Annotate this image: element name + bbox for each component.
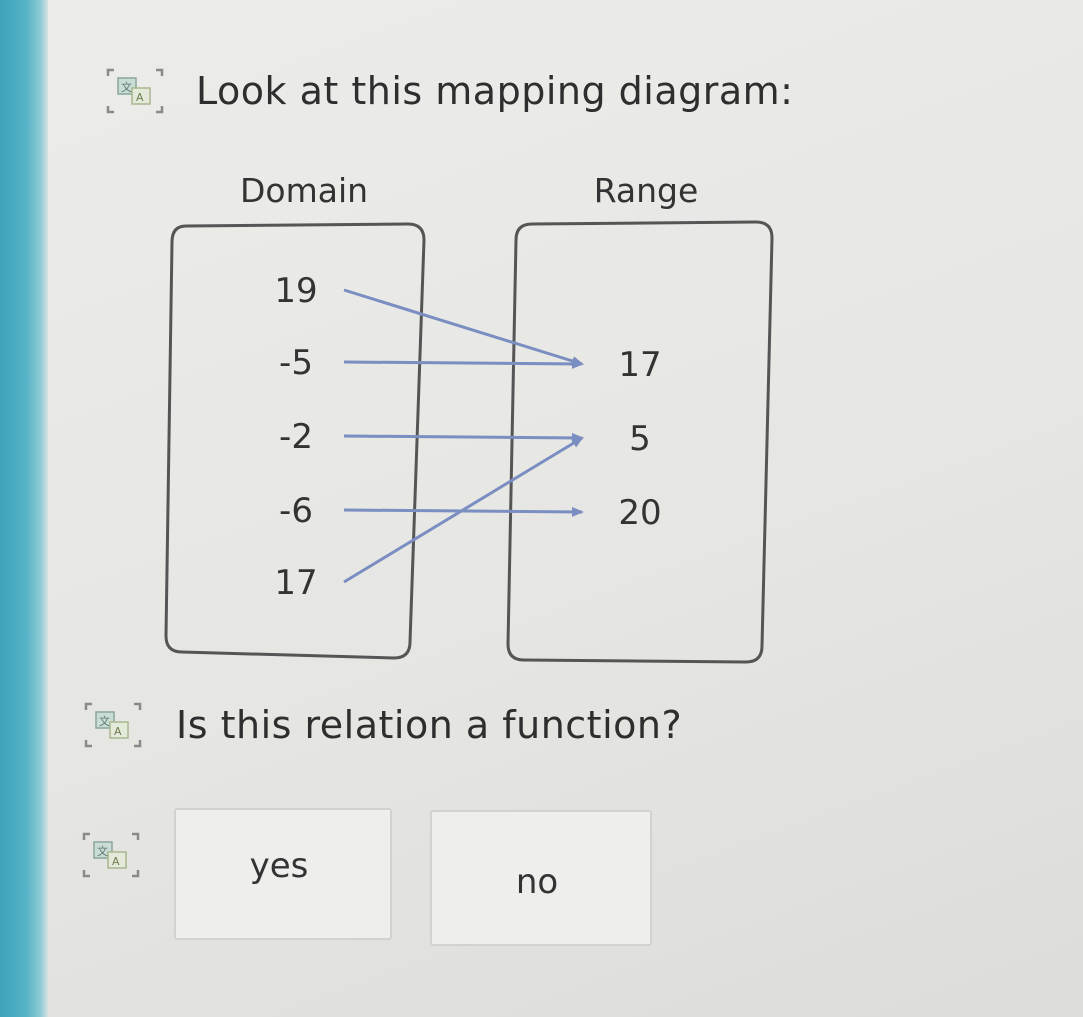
- mapping-arrow: [343, 288, 584, 366]
- text-to-speech-icon[interactable]: 文 A: [82, 700, 144, 750]
- range-title: Range: [594, 171, 699, 210]
- answer-no-button[interactable]: no: [430, 810, 652, 946]
- domain-value: 19: [274, 271, 317, 311]
- range-value: 5: [629, 419, 651, 459]
- answer-no-label: no: [515, 862, 559, 902]
- domain-box: [164, 222, 426, 660]
- domain-value: 17: [274, 563, 317, 603]
- domain-title: Domain: [240, 171, 368, 210]
- answers-row: 文 A: [80, 830, 142, 880]
- svg-text:A: A: [136, 91, 144, 104]
- question-row: 文 A Is this relation a function?: [82, 700, 682, 750]
- answer-yes-button[interactable]: yes: [174, 808, 392, 940]
- domain-value: -2: [279, 417, 313, 457]
- domain-value: -5: [279, 343, 313, 383]
- text-to-speech-icon[interactable]: 文 A: [104, 66, 166, 116]
- domain-value: -6: [279, 491, 313, 531]
- svg-text:A: A: [112, 855, 120, 868]
- range-value: 20: [618, 493, 661, 533]
- text-to-speech-icon[interactable]: 文 A: [80, 830, 142, 880]
- prompt-text: Look at this mapping diagram:: [196, 69, 794, 113]
- svg-text:A: A: [114, 725, 122, 738]
- range-value: 17: [618, 345, 661, 385]
- mapping-arrow: [343, 436, 584, 584]
- domain-values: 19 -5 -2 -6 17: [274, 271, 317, 603]
- svg-text:文: 文: [99, 714, 110, 728]
- svg-text:文: 文: [97, 844, 108, 858]
- question-text: Is this relation a function?: [176, 703, 683, 747]
- range-box: [506, 220, 774, 664]
- svg-text:文: 文: [121, 80, 132, 94]
- mapping-arrow: [343, 432, 584, 443]
- mapping-arrow: [343, 506, 584, 517]
- mapping-arrow: [343, 358, 584, 369]
- prompt-row: 文 A Look at this mapping diagram:: [104, 66, 793, 116]
- answer-yes-label: yes: [249, 846, 309, 886]
- mapping-arrows: [343, 288, 584, 584]
- left-edge-bar: [0, 0, 48, 1017]
- range-values: 17 5 20: [618, 345, 661, 533]
